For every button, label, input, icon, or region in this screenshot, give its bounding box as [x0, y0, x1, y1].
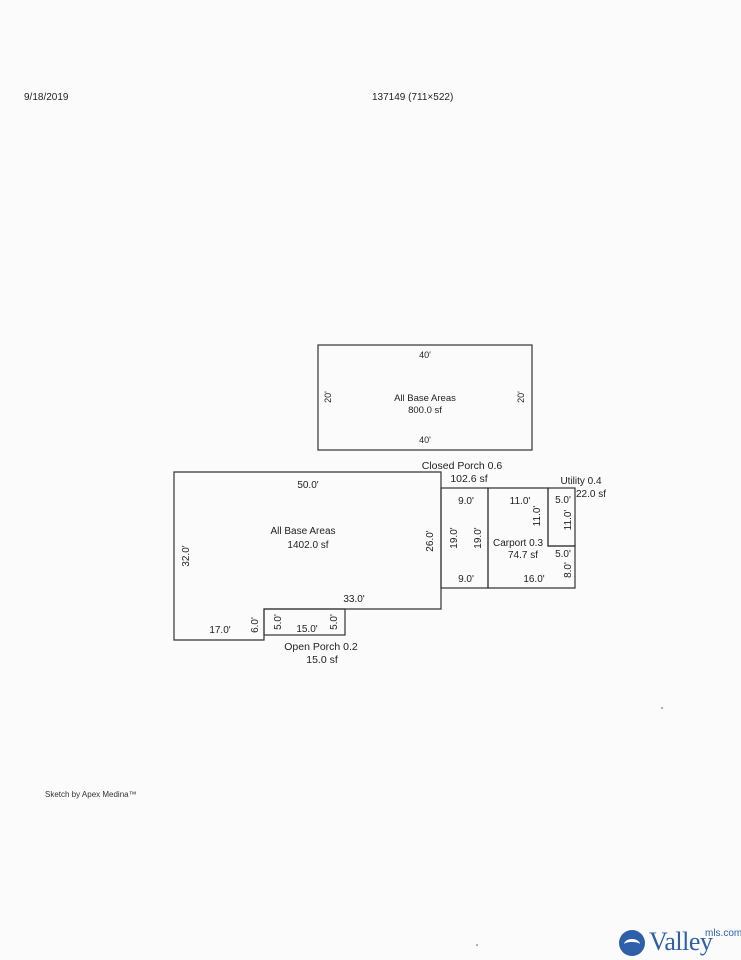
detached-dim-bottom: 40': [419, 435, 431, 445]
utility-label: Utility 0.4: [560, 476, 602, 487]
carport-dim-top: 11.0': [510, 496, 531, 507]
carport-dim-step: 5.0': [555, 549, 571, 560]
utility: Utility 0.4 22.0 sf 5.0' 11.0': [547, 476, 606, 547]
carport-dim-bottom: 16.0': [523, 574, 544, 585]
closed-porch-dim-right: 19.0': [473, 527, 484, 548]
closed-porch-label: Closed Porch 0.6: [422, 460, 503, 472]
carport-label: Carport 0.3: [493, 538, 543, 549]
closed-porch-dim-top: 9.0': [458, 496, 474, 507]
house-dim-notch-side: 6.0': [250, 617, 261, 633]
closed-porch-area: 102.6 sf: [450, 473, 487, 485]
sketch-image-id: 137149 (711×522): [372, 92, 454, 103]
open-porch: 15.0' 5.0' 5.0' Open Porch 0.2 15.0 sf: [263, 608, 358, 666]
detached-area: 800.0 sf: [408, 405, 442, 416]
detached-label: All Base Areas: [394, 393, 456, 404]
utility-dim-top: 5.0': [555, 495, 571, 506]
logo-sup: mls.com: [705, 928, 741, 939]
utility-outline: [547, 487, 576, 547]
closed-porch-dim-bottom: 9.0': [458, 574, 474, 585]
scan-speck: [661, 707, 663, 709]
detached-dim-left: 20': [323, 391, 333, 403]
detached-dim-right: 20': [516, 391, 526, 403]
sketch-date: 9/18/2019: [24, 92, 69, 103]
house-dim-notch-top: 33.0': [343, 594, 364, 605]
utility-area: 22.0 sf: [576, 489, 606, 500]
open-porch-outline: [263, 608, 346, 636]
house-dim-left: 32.0': [181, 545, 192, 566]
carport-area: 74.7 sf: [508, 550, 538, 561]
open-porch-dim-left: 5.0': [273, 614, 284, 630]
house-dim-right: 26.0': [425, 530, 436, 551]
closed-porch-dim-left: 19.0': [449, 527, 460, 548]
scan-speck: [476, 944, 478, 946]
carport-dim-side: 8.0': [563, 562, 574, 578]
valley-logo-icon: [619, 930, 645, 956]
main-house: 50.0' 32.0' 26.0' 33.0' 17.0' 6.0' All B…: [173, 471, 442, 641]
open-porch-dim-right: 5.0': [329, 614, 340, 630]
open-porch-area: 15.0 sf: [306, 654, 338, 666]
house-dim-bottom-left: 17.0': [209, 625, 230, 636]
valleymls-logo: Valley mls.com: [619, 924, 741, 958]
open-porch-dim-width: 15.0': [296, 624, 317, 635]
detached-dim-top: 40': [419, 350, 431, 360]
house-area: 1402.0 sf: [287, 540, 328, 551]
logo-text: Valley: [649, 927, 713, 956]
utility-dim-side: 11.0': [563, 510, 574, 531]
closed-porch: Closed Porch 0.6 102.6 sf 9.0' 9.0' 19.0…: [422, 460, 503, 589]
sketch-credit: Sketch by Apex Medina™: [45, 790, 137, 799]
main-house-outline: [173, 471, 442, 641]
house-label: All Base Areas: [270, 526, 335, 537]
detached-building: 40' 40' 20' 20' All Base Areas 800.0 sf: [317, 344, 533, 451]
open-porch-label: Open Porch 0.2: [284, 641, 358, 653]
detached-building-outline: [317, 344, 533, 451]
house-dim-top: 50.0': [297, 480, 318, 491]
carport-dim-inner: 11.0': [532, 506, 543, 527]
